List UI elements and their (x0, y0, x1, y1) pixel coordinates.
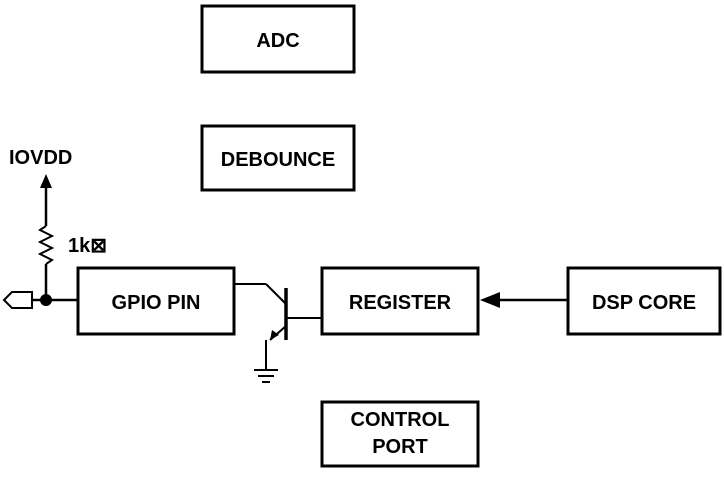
register-block: REGISTER (320, 266, 480, 336)
pin-connector (2, 291, 33, 309)
dsp-core-label: DSP CORE (592, 292, 696, 314)
dsp-to-register-arrow (480, 292, 568, 308)
ground-icon (254, 369, 278, 383)
control-port-label-line2: PORT (372, 436, 428, 458)
dsp-core-block: DSP CORE (566, 266, 722, 336)
debounce-block: DEBOUNCE (200, 124, 356, 192)
supply-arrow (40, 174, 52, 226)
resistor-value-label: 1k⊠ (68, 235, 107, 257)
register-label: REGISTER (349, 292, 452, 314)
pullup-resistor (37, 225, 55, 265)
iovdd-label: IOVDD (9, 147, 72, 169)
control-port-label-line1: CONTROL (351, 409, 450, 431)
junction-dot (40, 294, 52, 306)
adc-label: ADC (256, 30, 299, 52)
control-port-block: CONTROL PORT (320, 400, 480, 468)
transistor (234, 283, 322, 370)
adc-block: ADC (200, 4, 356, 74)
gpio-pin-block: GPIO PIN (76, 266, 236, 336)
debounce-label: DEBOUNCE (221, 149, 335, 171)
gpio-pin-label: GPIO PIN (112, 292, 201, 314)
